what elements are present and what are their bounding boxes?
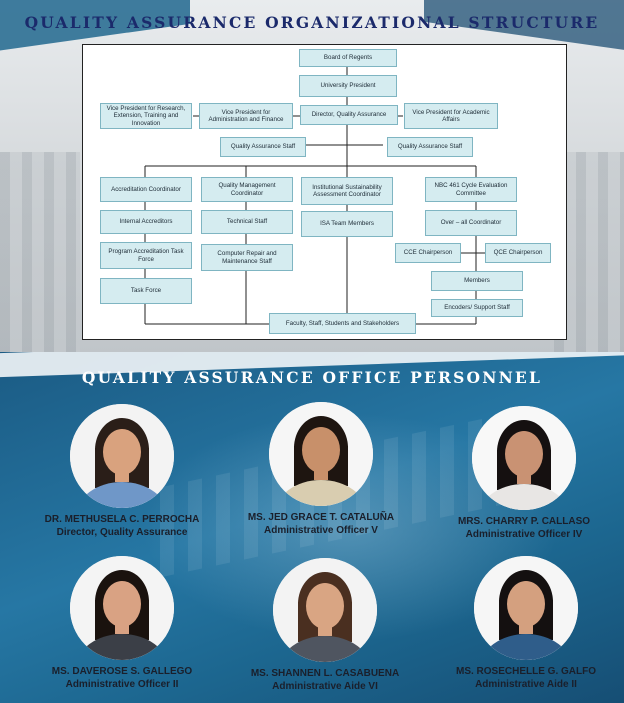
node-vp-research: Vice President for Research, Extension, … <box>100 103 192 129</box>
person-role: Administrative Officer II <box>65 678 179 690</box>
node-qa-staff-left: Quality Assurance Staff <box>220 137 306 157</box>
portrait-illustration <box>474 556 578 660</box>
org-structure-section: QUALITY ASSURANCE ORGANIZATIONAL STRUCTU… <box>0 0 624 352</box>
portrait-shirt <box>280 636 370 662</box>
person-role: Administrative Officer IV <box>465 528 583 540</box>
node-isa-team: ISA Team Members <box>301 211 393 237</box>
node-cce-chairperson: CCE Chairperson <box>395 243 461 263</box>
portrait-illustration <box>269 402 373 506</box>
node-vp-academic: Vice President for Academic Affairs <box>404 103 498 129</box>
avatar <box>472 406 576 510</box>
node-members: Members <box>431 271 523 291</box>
node-technical-staff: Technical Staff <box>201 210 293 234</box>
node-qa-staff-right: Quality Assurance Staff <box>387 137 473 157</box>
person-card: MS. SHANNEN L. CASABUENA Administrative … <box>225 558 425 693</box>
avatar <box>269 402 373 506</box>
org-chart: Board of Regents University President Vi… <box>82 44 567 340</box>
portrait-face <box>507 581 545 627</box>
personnel-title: QUALITY ASSURANCE OFFICE PERSONNEL <box>81 368 543 387</box>
node-nbc-committee: NBC 461 Cycle Evaluation Committee <box>425 177 517 202</box>
portrait-face <box>103 429 141 475</box>
node-program-task-force: Program Accreditation Task Force <box>100 242 192 269</box>
portrait-face <box>103 581 141 627</box>
personnel-section: QUALITY ASSURANCE OFFICE PERSONNEL DR. M… <box>0 352 624 703</box>
portrait-face <box>302 427 340 473</box>
node-accreditation-coordinator: Accreditation Coordinator <box>100 177 192 202</box>
portrait-illustration <box>273 558 377 662</box>
node-overall-coordinator: Over – all Coordinator <box>425 210 517 236</box>
node-board-of-regents: Board of Regents <box>299 49 397 67</box>
avatar <box>474 556 578 660</box>
building-background <box>0 152 80 352</box>
node-encoders-support: Encoders/ Support Staff <box>431 299 523 317</box>
portrait-shirt <box>77 482 167 508</box>
avatar <box>70 404 174 508</box>
portrait-illustration <box>70 404 174 508</box>
node-university-president: University President <box>299 75 397 97</box>
portrait-face <box>306 583 344 629</box>
node-qce-chairperson: QCE Chairperson <box>485 243 551 263</box>
avatar <box>70 556 174 660</box>
node-director-qa: Director, Quality Assurance <box>300 105 398 125</box>
person-role: Administrative Officer V <box>264 524 378 536</box>
person-name: MS. DAVEROSE S. GALLEGO <box>51 666 193 677</box>
person-card: MS. ROSECHELLE G. GALFO Administrative A… <box>426 556 624 691</box>
portrait-face <box>505 431 543 477</box>
portrait-shirt <box>481 634 571 660</box>
person-card: MS. JED GRACE T. CATALUÑA Administrative… <box>221 402 421 537</box>
person-role: Administrative Aide VI <box>272 680 378 692</box>
person-card: DR. METHUSELA C. PERROCHA Director, Qual… <box>22 404 222 539</box>
portrait-shirt <box>276 480 366 506</box>
person-name: MS. JED GRACE T. CATALUÑA <box>247 512 395 523</box>
node-qms-coordinator: Quality Management Coordinator <box>201 177 293 202</box>
portrait-illustration <box>70 556 174 660</box>
portrait-shirt <box>77 634 167 660</box>
person-name: MS. ROSECHELLE G. GALFO <box>455 666 596 677</box>
person-role: Administrative Aide II <box>475 678 577 690</box>
node-internal-accreditors: Internal Accreditors <box>100 210 192 234</box>
portrait-illustration <box>472 406 576 510</box>
person-card: MS. DAVEROSE S. GALLEGO Administrative O… <box>22 556 222 691</box>
avatar <box>273 558 377 662</box>
node-faculty-stakeholders: Faculty, Staff, Students and Stakeholder… <box>269 313 416 334</box>
portrait-shirt <box>479 484 569 510</box>
person-card: MRS. CHARRY P. CALLASO Administrative Of… <box>424 406 624 541</box>
person-name: MRS. CHARRY P. CALLASO <box>457 516 591 527</box>
org-structure-title: QUALITY ASSURANCE ORGANIZATIONAL STRUCTU… <box>24 13 600 32</box>
person-role: Director, Quality Assurance <box>56 526 188 538</box>
node-vp-admin-finance: Vice President for Administration and Fi… <box>199 103 293 129</box>
person-name: DR. METHUSELA C. PERROCHA <box>44 514 200 525</box>
node-task-force: Task Force <box>100 278 192 304</box>
node-computer-repair: Computer Repair and Maintenance Staff <box>201 244 293 271</box>
person-name: MS. SHANNEN L. CASABUENA <box>250 668 400 679</box>
node-isa-coordinator: Institutional Sustainability Assessment … <box>301 177 393 205</box>
